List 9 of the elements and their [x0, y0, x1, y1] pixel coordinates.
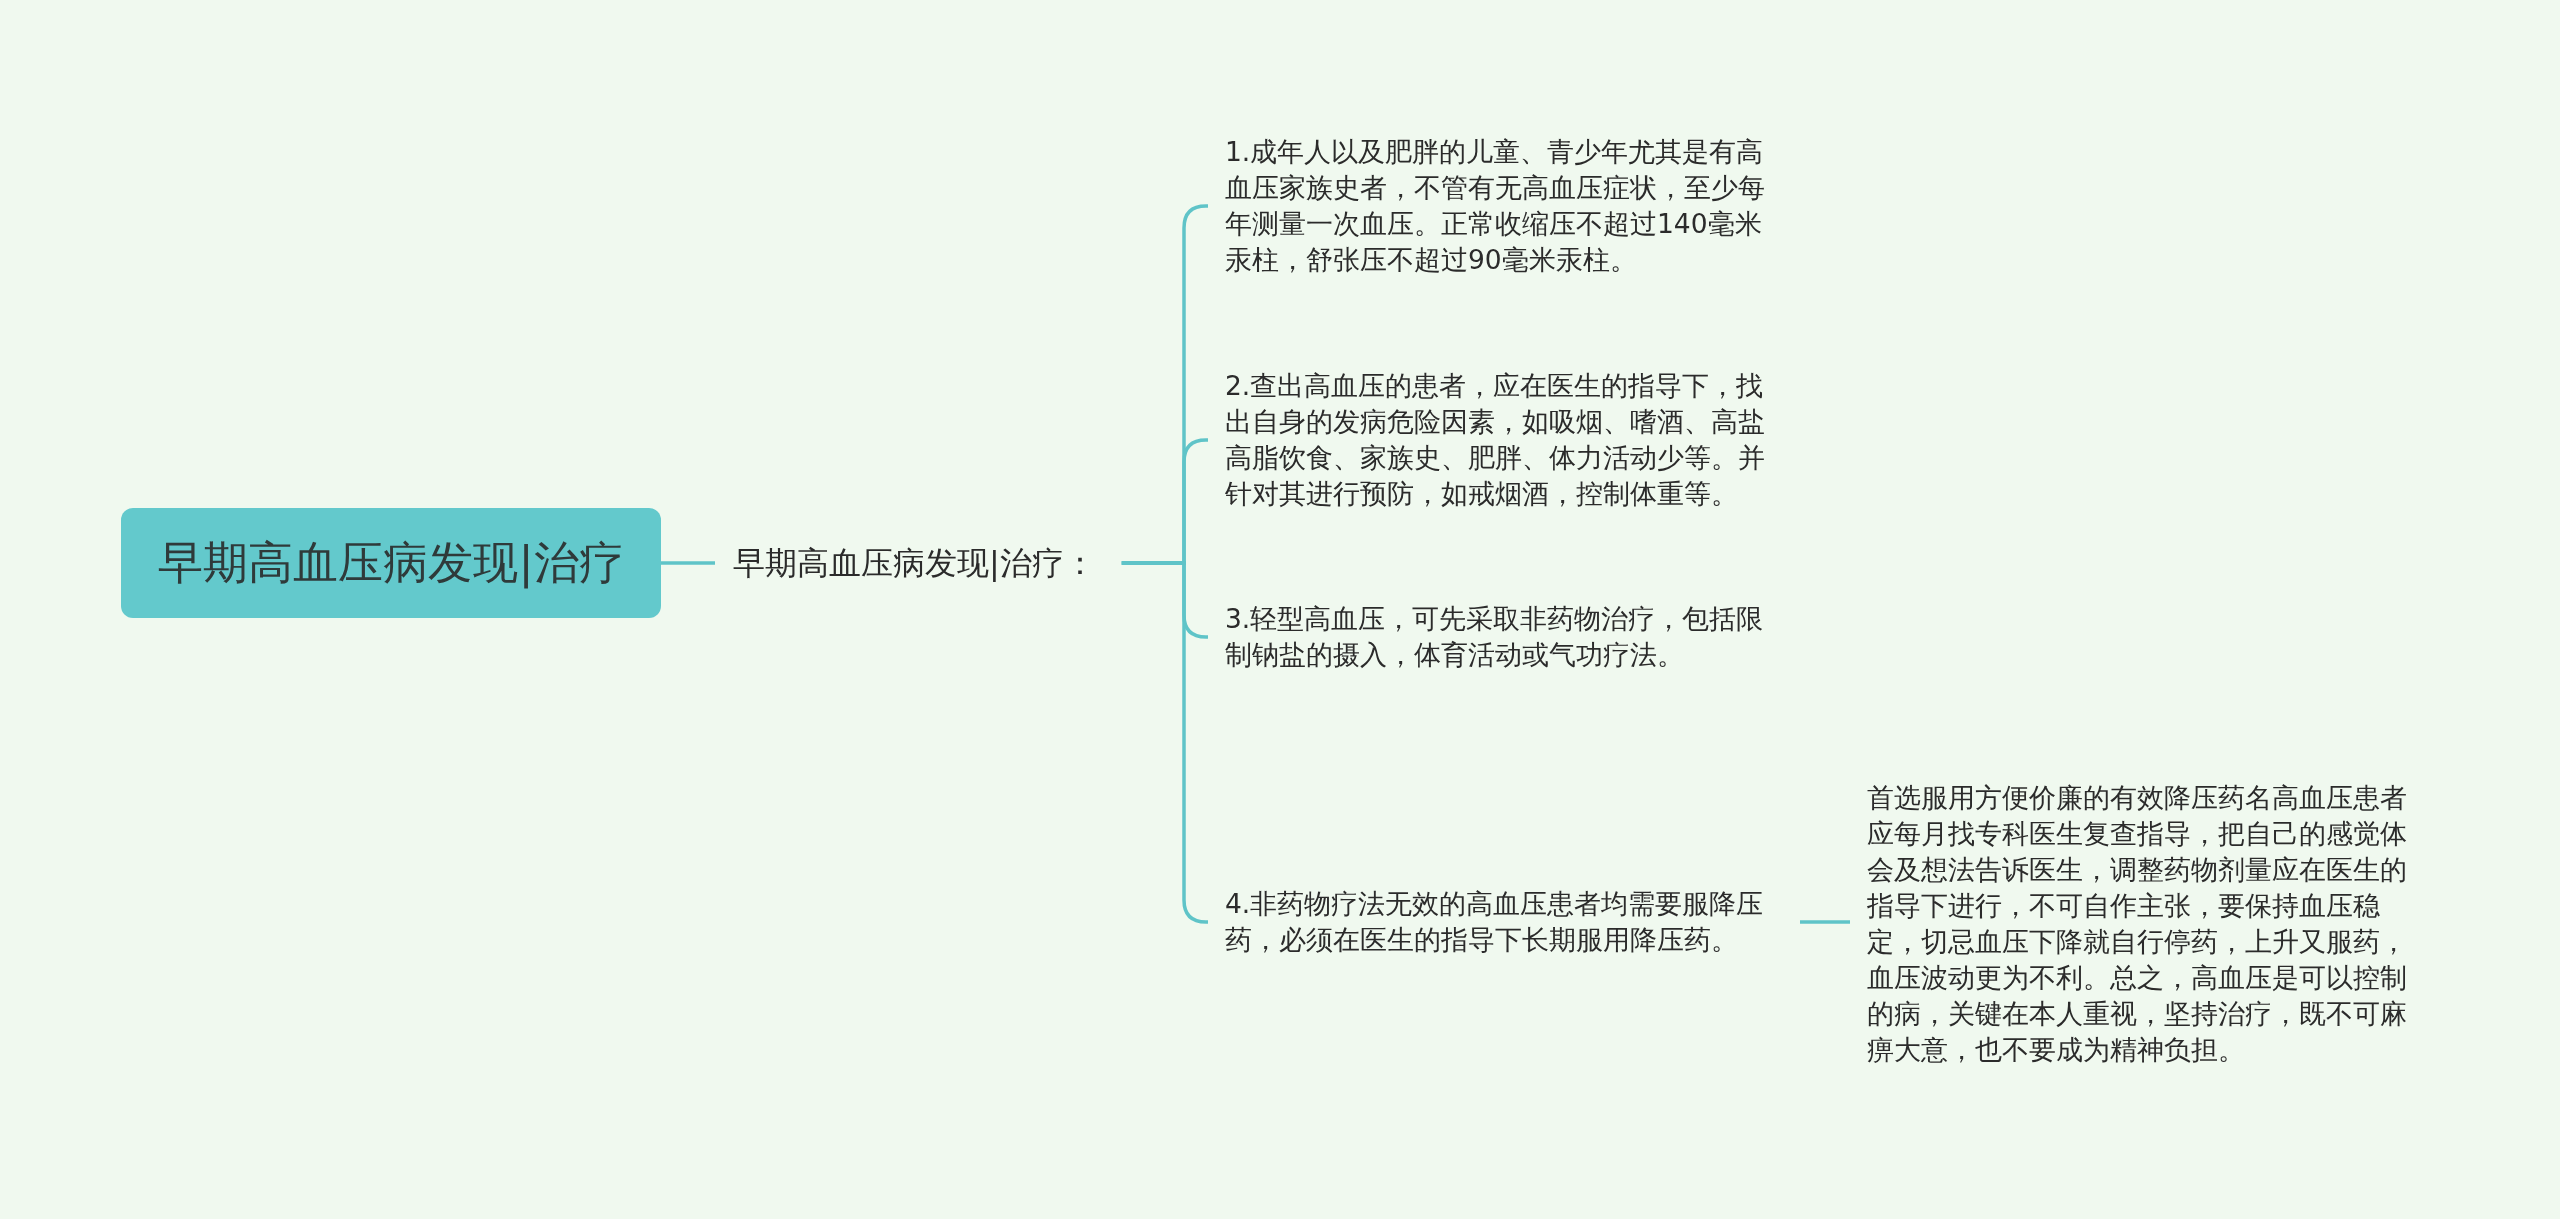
connector-line	[661, 561, 715, 565]
note-text: 4.非药物疗法无效的高血压患者均需要服降压药，必须在医生的指导下长期服用降压药。	[1208, 886, 1800, 958]
note-text: 2.查出高血压的患者，应在医生的指导下，找出自身的发病危险因素，如吸烟、嗜酒、高盐高脂饮食、家族史、肥胖、体力活动少等。并针对其进行预防，如戒烟酒，控制体重等。	[1208, 368, 1800, 512]
note-text: 首选服用方便价廉的有效降压药名高血压患者应每月找专科医生复查指导，把自己的感觉体会及想法告诉医生，调整药物剂量应在医生的指导下进行，不可自作主张，要保持血压稳定，切忌血压下降就自行停药，上升又服药，血压波动更为不利。总之，高血压是可以控制的病，关键在本人重视，坚持治疗，既不可麻痹大意，也不要成为精神负担。	[1850, 780, 2442, 1068]
subtopic-label: 早期高血压病发现|治疗：	[715, 541, 1122, 585]
topic-box: 早期高血压病发现|治疗	[121, 508, 661, 618]
note-text: 1.成年人以及肥胖的儿童、青少年尤其是有高血压家族史者，不管有无高血压症状，至少每年测量一次血压。正常收缩压不超过140毫米汞柱，舒张压不超过90毫米汞柱。	[1208, 134, 1800, 278]
note-text: 3.轻型高血压，可先采取非药物治疗，包括限制钠盐的摄入，体育活动或气功疗法。	[1208, 601, 1800, 673]
connector-line	[1800, 920, 1850, 924]
